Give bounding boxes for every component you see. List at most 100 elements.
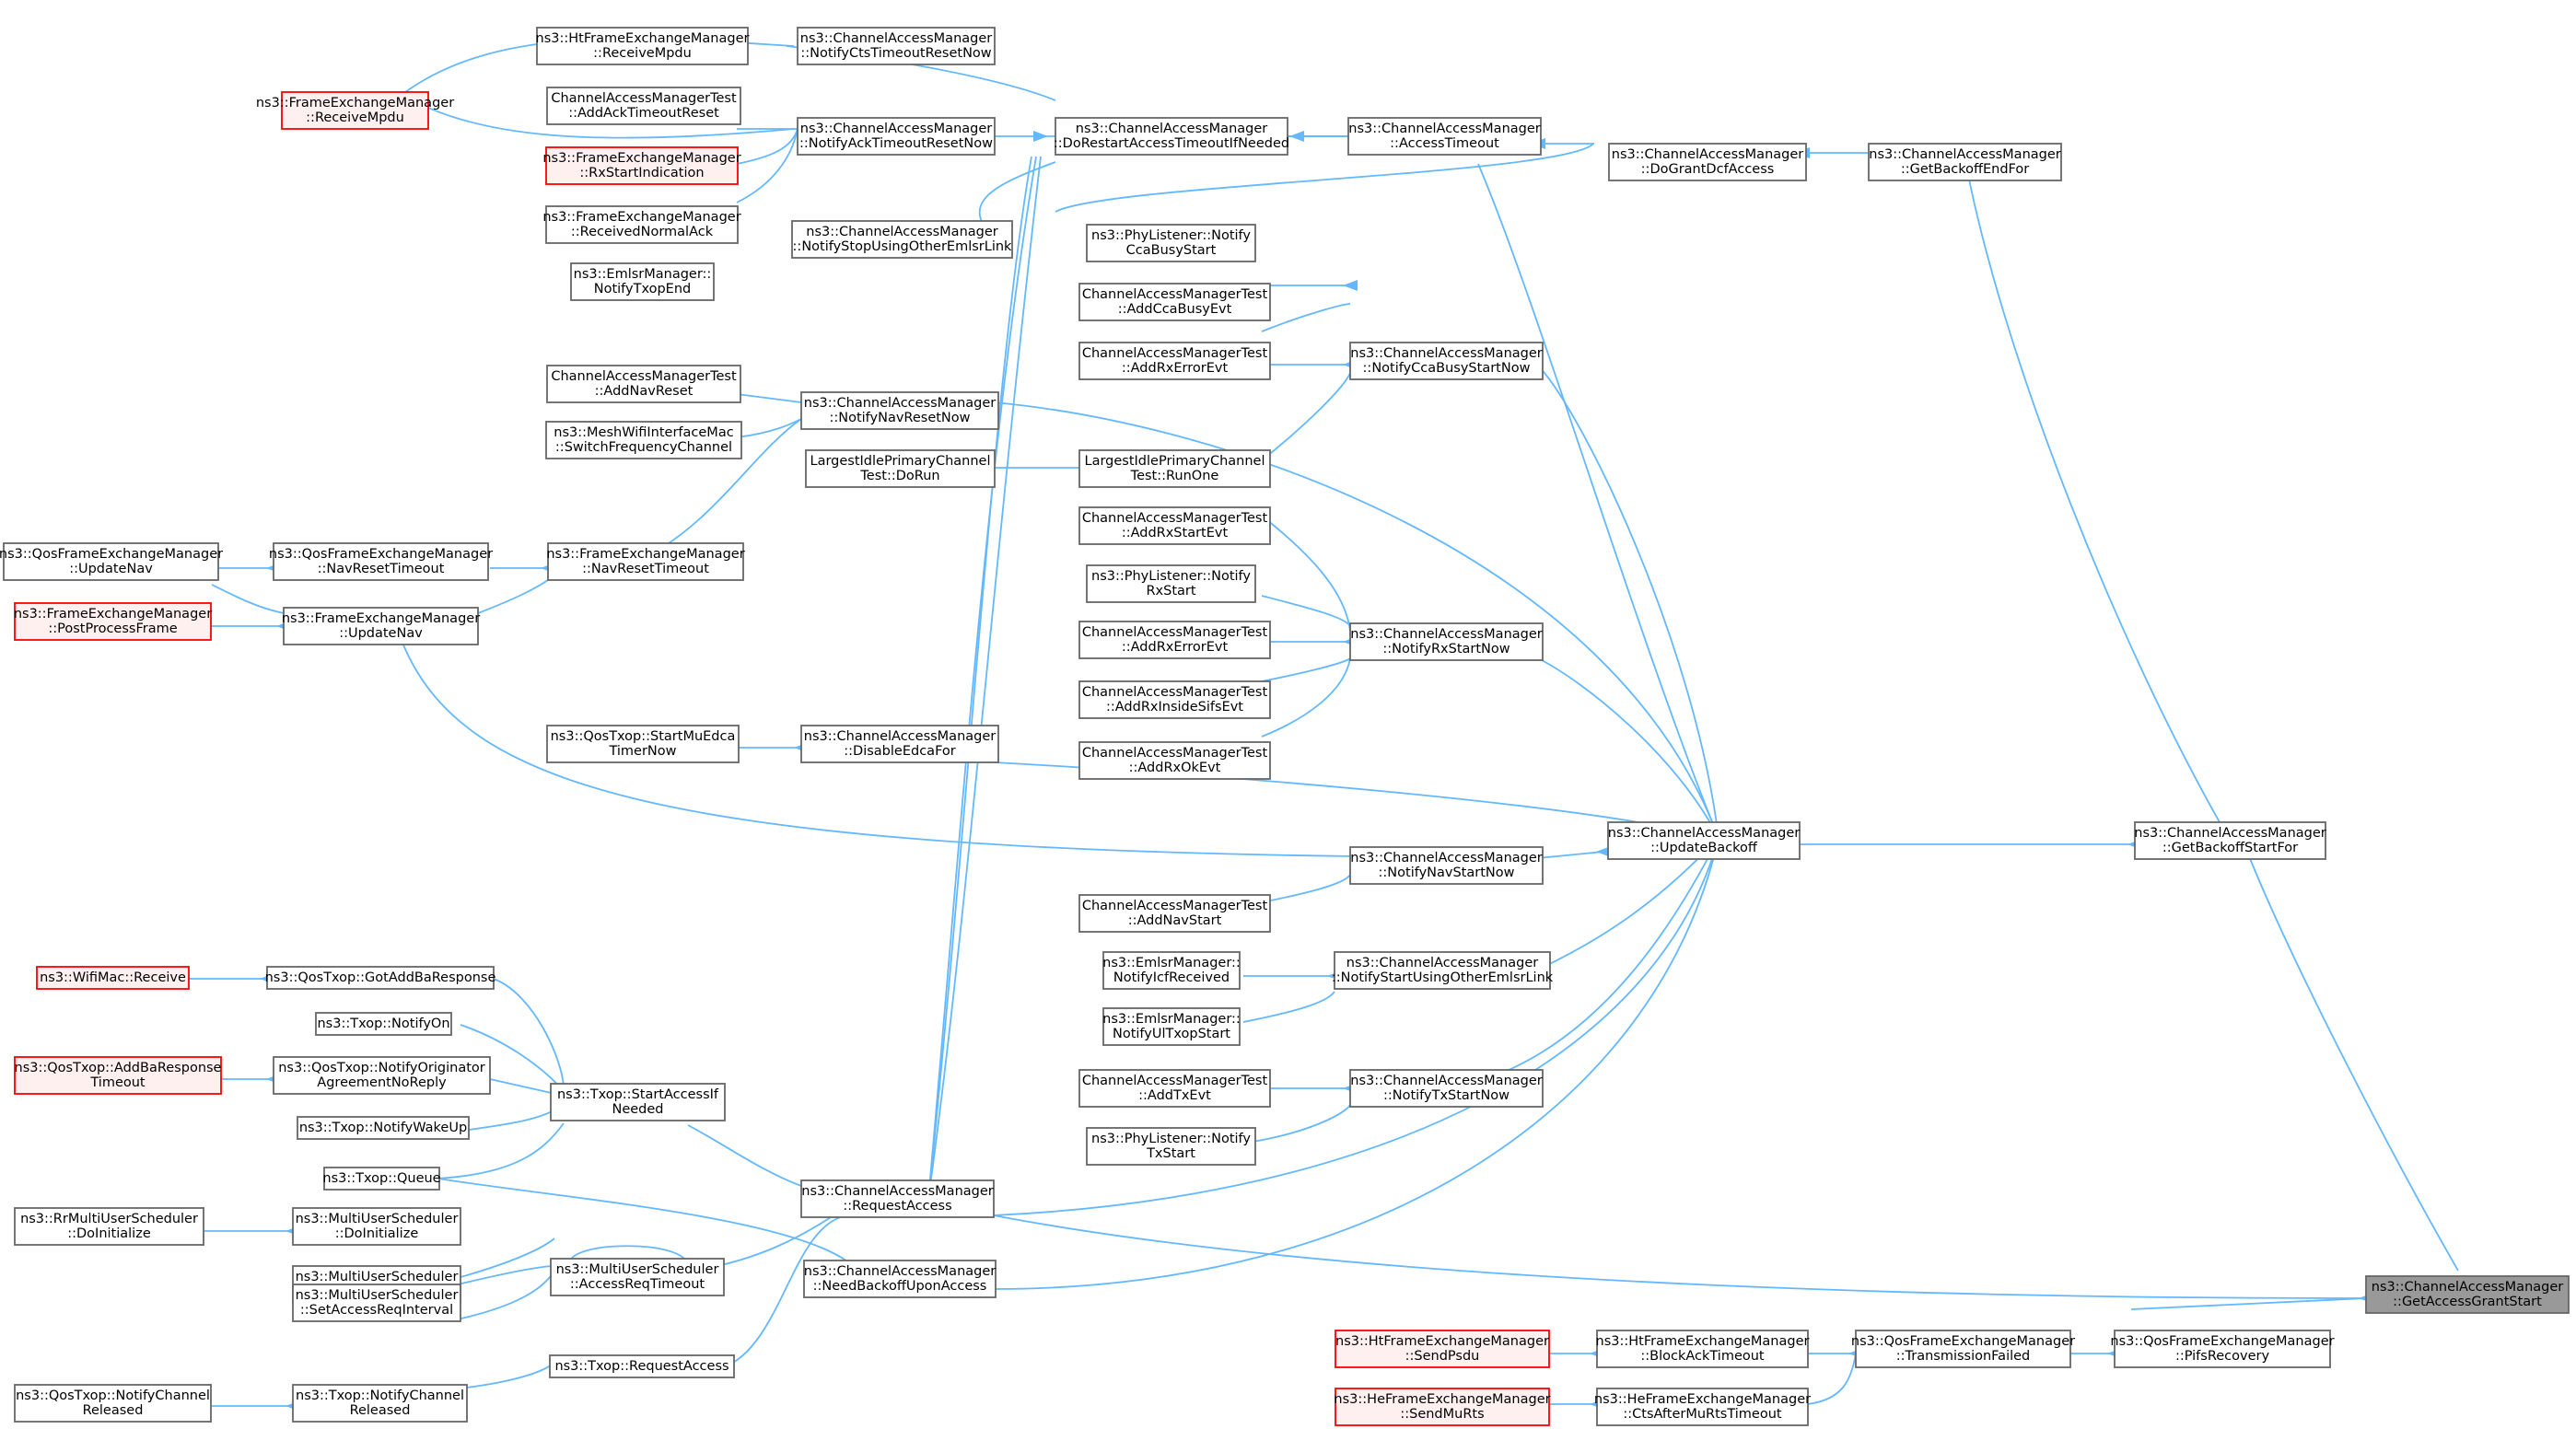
graph-node-n47[interactable]: ns3::QosTxop::NotifyOriginatorAgreementN… bbox=[273, 1056, 491, 1095]
graph-node-n34[interactable]: ns3::ChannelAccessManager::DisableEdcaFo… bbox=[800, 725, 999, 763]
graph-node-box[interactable] bbox=[273, 542, 489, 581]
graph-node-n48[interactable]: ChannelAccessManagerTest::AddTxEvt bbox=[1078, 1069, 1271, 1108]
graph-node-box[interactable] bbox=[1596, 1388, 1809, 1426]
graph-node-box[interactable] bbox=[273, 1056, 491, 1095]
graph-node-n53[interactable]: ns3::Txop::Queue bbox=[322, 1167, 441, 1191]
graph-node-n7[interactable]: ns3::ChannelAccessManager::AccessTimeout bbox=[1347, 117, 1542, 156]
graph-node-box[interactable] bbox=[1868, 143, 2062, 181]
graph-node-box[interactable] bbox=[1078, 449, 1271, 488]
graph-node-n12[interactable]: ns3::ChannelAccessManager::NotifyStopUsi… bbox=[791, 220, 1013, 259]
graph-node-box[interactable] bbox=[281, 91, 429, 130]
graph-node-n37[interactable]: ns3::ChannelAccessManager::GetBackoffSta… bbox=[2134, 821, 2326, 860]
graph-node-box[interactable] bbox=[2114, 1330, 2331, 1368]
graph-node-n40[interactable]: ns3::EmlsrManager::NotifyIcfReceived bbox=[1102, 951, 1241, 990]
graph-node-n30[interactable]: ChannelAccessManagerTest::AddRxErrorEvt bbox=[1078, 621, 1271, 659]
graph-node-box[interactable] bbox=[1335, 1330, 1550, 1368]
graph-node-n58[interactable]: ns3::ChannelAccessManager::NeedBackoffUp… bbox=[803, 1260, 997, 1298]
graph-node-box[interactable] bbox=[570, 262, 715, 301]
graph-node-box[interactable] bbox=[1086, 564, 1256, 603]
graph-node-n62[interactable]: ns3::HtFrameExchangeManager::SendPsdu bbox=[1335, 1330, 1550, 1368]
graph-node-box[interactable] bbox=[1078, 283, 1271, 321]
graph-node-n45[interactable]: ns3::Txop::NotifyOn bbox=[315, 1012, 452, 1036]
graph-node-box[interactable] bbox=[14, 1384, 212, 1423]
graph-node-box[interactable] bbox=[546, 725, 740, 763]
graph-node-n35[interactable]: ChannelAccessManagerTest::AddRxOkEvt bbox=[1078, 741, 1271, 780]
graph-node-box[interactable] bbox=[1349, 846, 1544, 885]
graph-node-box[interactable] bbox=[547, 542, 744, 581]
graph-node-n24[interactable]: ns3::QosFrameExchangeManager::UpdateNav bbox=[0, 542, 223, 581]
graph-node-n13[interactable]: ns3::PhyListener::NotifyCcaBusyStart bbox=[1086, 224, 1256, 262]
graph-node-n65[interactable]: ns3::QosFrameExchangeManager::PifsRecove… bbox=[2110, 1330, 2335, 1368]
graph-node-n5[interactable]: ns3::ChannelAccessManager::NotifyAckTime… bbox=[797, 117, 996, 156]
graph-node-n26[interactable]: ns3::FrameExchangeManager::NavResetTimeo… bbox=[546, 542, 745, 581]
graph-node-n32[interactable]: ChannelAccessManagerTest::AddRxInsideSif… bbox=[1078, 680, 1271, 719]
graph-node-n36[interactable]: ns3::ChannelAccessManager::UpdateBackoff bbox=[1607, 821, 1801, 860]
graph-node-box[interactable] bbox=[315, 1012, 452, 1036]
graph-node-n52[interactable]: ns3::PhyListener::NotifyTxStart bbox=[1086, 1127, 1256, 1166]
graph-node-n8[interactable]: ns3::ChannelAccessManager::DoGrantDcfAcc… bbox=[1608, 143, 1807, 181]
graph-node-n57[interactable]: ns3::MultiUserScheduler::AccessReqTimeou… bbox=[550, 1258, 725, 1296]
graph-node-box[interactable] bbox=[1608, 143, 1807, 181]
graph-node-n38[interactable]: ns3::ChannelAccessManager::NotifyNavStar… bbox=[1349, 846, 1544, 885]
graph-node-n27[interactable]: ns3::PhyListener::NotifyRxStart bbox=[1086, 564, 1256, 603]
graph-node-box[interactable] bbox=[1078, 621, 1271, 659]
graph-node-box[interactable] bbox=[292, 1384, 468, 1423]
graph-node-n1[interactable]: ns3::HtFrameExchangeManager::ReceiveMpdu bbox=[536, 27, 750, 65]
graph-node-n20[interactable]: ns3::MeshWifiInterfaceMac::SwitchFrequen… bbox=[545, 421, 742, 459]
graph-node-n14[interactable]: ns3::EmlsrManager::NotifyTxopEnd bbox=[570, 262, 715, 301]
graph-node-n29[interactable]: ns3::FrameExchangeManager::UpdateNav bbox=[282, 607, 480, 645]
graph-node-n42[interactable]: ns3::WifiMac::Receive bbox=[36, 966, 190, 990]
graph-node-n54[interactable]: ns3::ChannelAccessManager::RequestAccess bbox=[800, 1179, 995, 1218]
graph-node-box[interactable] bbox=[1855, 1330, 2071, 1368]
graph-node-box[interactable] bbox=[14, 1207, 204, 1246]
graph-node-box[interactable] bbox=[1078, 1069, 1271, 1108]
graph-node-box[interactable] bbox=[545, 421, 742, 459]
graph-node-n43[interactable]: ns3::QosTxop::GotAddBaResponse bbox=[265, 966, 496, 990]
graph-node-n49[interactable]: ns3::ChannelAccessManager::NotifyTxStart… bbox=[1349, 1069, 1544, 1108]
graph-node-box[interactable] bbox=[545, 146, 739, 185]
graph-node-box[interactable] bbox=[797, 27, 996, 65]
graph-node-box[interactable] bbox=[803, 1260, 997, 1298]
graph-node-box[interactable] bbox=[800, 1179, 995, 1218]
graph-node-box[interactable] bbox=[1078, 741, 1271, 780]
graph-node-n18[interactable]: ChannelAccessManagerTest::AddNavReset bbox=[546, 365, 741, 403]
graph-node-n10[interactable]: ns3::FrameExchangeManager::RxStartIndica… bbox=[542, 146, 741, 185]
graph-node-box[interactable] bbox=[1349, 1069, 1544, 1108]
graph-node-box[interactable] bbox=[1607, 821, 1801, 860]
graph-node-box[interactable] bbox=[1102, 1007, 1241, 1046]
graph-node-box[interactable] bbox=[292, 1284, 461, 1322]
graph-node-n28[interactable]: ns3::FrameExchangeManager::PostProcessFr… bbox=[14, 602, 212, 641]
graph-node-n70[interactable]: ns3::HeFrameExchangeManager::CtsAfterMuR… bbox=[1594, 1388, 1811, 1426]
graph-node-box[interactable] bbox=[283, 607, 479, 645]
graph-node-n61[interactable]: ns3::MultiUserScheduler::SetAccessReqInt… bbox=[292, 1284, 461, 1322]
graph-node-n15[interactable]: ChannelAccessManagerTest::AddCcaBusyEvt bbox=[1078, 283, 1271, 321]
graph-node-n64[interactable]: ns3::QosFrameExchangeManager::Transmissi… bbox=[1851, 1330, 2075, 1368]
graph-node-n51[interactable]: ns3::Txop::NotifyWakeUp bbox=[297, 1116, 470, 1140]
graph-node-box[interactable] bbox=[550, 1258, 725, 1296]
graph-node-box[interactable] bbox=[1078, 894, 1271, 933]
graph-node-n56[interactable]: ns3::MultiUserScheduler::DoInitialize bbox=[292, 1207, 461, 1246]
graph-node-box[interactable] bbox=[536, 27, 749, 65]
graph-node-n4[interactable]: ChannelAccessManagerTest::AddAckTimeoutR… bbox=[546, 87, 741, 125]
graph-node-n2[interactable]: ns3::ChannelAccessManager::NotifyCtsTime… bbox=[797, 27, 996, 65]
graph-node-box[interactable] bbox=[1078, 680, 1271, 719]
graph-node-box[interactable] bbox=[292, 1207, 461, 1246]
graph-node-box[interactable] bbox=[550, 1083, 726, 1121]
graph-node-box[interactable] bbox=[800, 391, 999, 430]
graph-node-box[interactable] bbox=[800, 725, 999, 763]
graph-node-box[interactable] bbox=[14, 1056, 222, 1095]
graph-node-box[interactable] bbox=[805, 449, 996, 488]
graph-node-box[interactable] bbox=[791, 220, 1013, 259]
graph-node-box[interactable] bbox=[2134, 821, 2326, 860]
graph-node-box[interactable] bbox=[297, 1116, 470, 1140]
graph-node-n11[interactable]: ns3::FrameExchangeManager::ReceivedNorma… bbox=[542, 205, 741, 244]
graph-node-box[interactable] bbox=[1349, 342, 1544, 380]
graph-node-n41[interactable]: ns3::ChannelAccessManager::NotifyStartUs… bbox=[1332, 951, 1554, 990]
graph-node-n66[interactable]: ns3::Txop::RequestAccess bbox=[549, 1354, 735, 1378]
graph-node-box[interactable] bbox=[323, 1167, 440, 1191]
graph-node-n9[interactable]: ns3::ChannelAccessManager::GetBackoffEnd… bbox=[1868, 143, 2062, 181]
